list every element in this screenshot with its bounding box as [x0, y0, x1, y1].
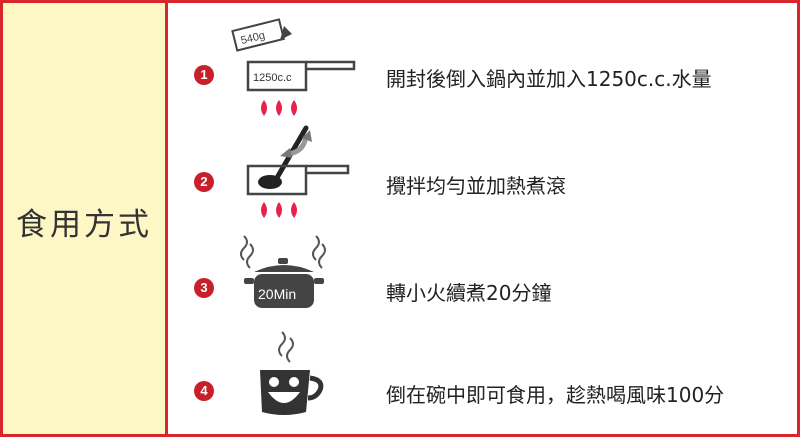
pot-label: 1250c.c — [253, 72, 292, 84]
step-1-badge: 1 — [194, 65, 214, 85]
sidebar: 食用方式 — [3, 3, 168, 434]
stirring-pot-icon — [246, 125, 350, 218]
bag-label: 540g — [240, 30, 267, 48]
step-2-badge: 2 — [194, 172, 214, 192]
step-4-text: 倒在碗中即可食用，趁熱喝風味100分 — [386, 383, 725, 407]
step-2-text: 攪拌均勻並加熱煮滾 — [386, 174, 566, 198]
step-1-text: 開封後倒入鍋內並加入1250c.c.水量 — [386, 67, 712, 91]
simmering-pot-icon: 20Min — [240, 235, 326, 308]
timer-label: 20Min — [258, 286, 296, 302]
smiling-bowl-icon — [260, 331, 324, 415]
pot-with-bag-icon: 540g 1250c.c — [231, 18, 356, 116]
step-3-badge: 3 — [194, 278, 214, 298]
step-3-text: 轉小火續煮20分鐘 — [386, 281, 552, 305]
sidebar-title: 食用方式 — [16, 207, 152, 243]
step-4-badge: 4 — [194, 381, 214, 401]
